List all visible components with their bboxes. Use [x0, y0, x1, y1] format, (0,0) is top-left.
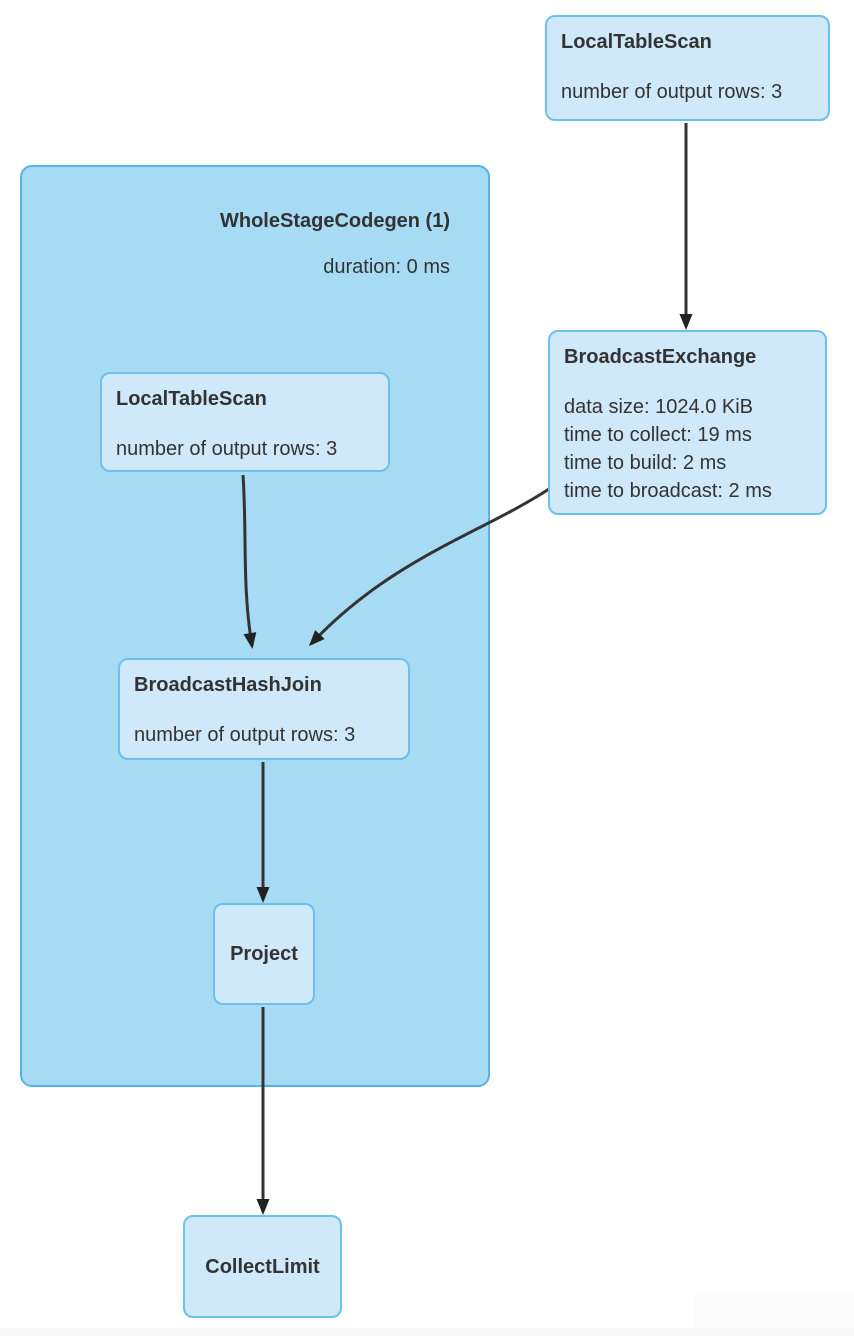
metric-time-to-build: time to build: 2 ms	[564, 452, 727, 474]
node-metrics: number of output rows: 3	[116, 435, 374, 463]
node-metrics: number of output rows: 3	[134, 721, 394, 749]
node-title: BroadcastHashJoin	[134, 674, 322, 696]
node-title: Project	[230, 943, 298, 965]
metric-data-size: data size: 1024.0 KiB	[564, 396, 754, 418]
metric-output-rows: number of output rows: 3	[116, 438, 338, 460]
metric-time-to-collect: time to collect: 19 ms	[564, 424, 752, 446]
metric-output-rows: number of output rows: 3	[134, 724, 356, 746]
node-local-table-scan-inner: LocalTableScan number of output rows: 3	[100, 372, 390, 472]
node-title: CollectLimit	[205, 1255, 320, 1278]
node-broadcast-hash-join: BroadcastHashJoin number of output rows:…	[118, 658, 410, 760]
node-metrics: data size: 1024.0 KiB time to collect: 1…	[564, 393, 811, 505]
cluster-header: WholeStageCodegen (1) duration: 0 ms	[22, 167, 488, 281]
node-title: LocalTableScan	[561, 31, 712, 53]
node-local-table-scan-outer: LocalTableScan number of output rows: 3	[545, 15, 830, 121]
cluster-duration-metric: duration: 0 ms	[323, 256, 450, 278]
node-project: Project	[213, 903, 315, 1005]
node-title: LocalTableScan	[116, 388, 267, 410]
metric-time-to-broadcast: time to broadcast: 2 ms	[564, 480, 772, 502]
cluster-title: WholeStageCodegen (1)	[219, 210, 450, 232]
metric-output-rows: number of output rows: 3	[561, 81, 783, 103]
node-title: BroadcastExchange	[564, 346, 757, 368]
node-metrics: number of output rows: 3	[561, 78, 814, 106]
node-broadcast-exchange: BroadcastExchange data size: 1024.0 KiB …	[548, 330, 827, 515]
page-bottom-edge	[0, 1328, 854, 1336]
node-collect-limit: CollectLimit	[183, 1215, 342, 1318]
page-corner-panel	[694, 1292, 854, 1328]
